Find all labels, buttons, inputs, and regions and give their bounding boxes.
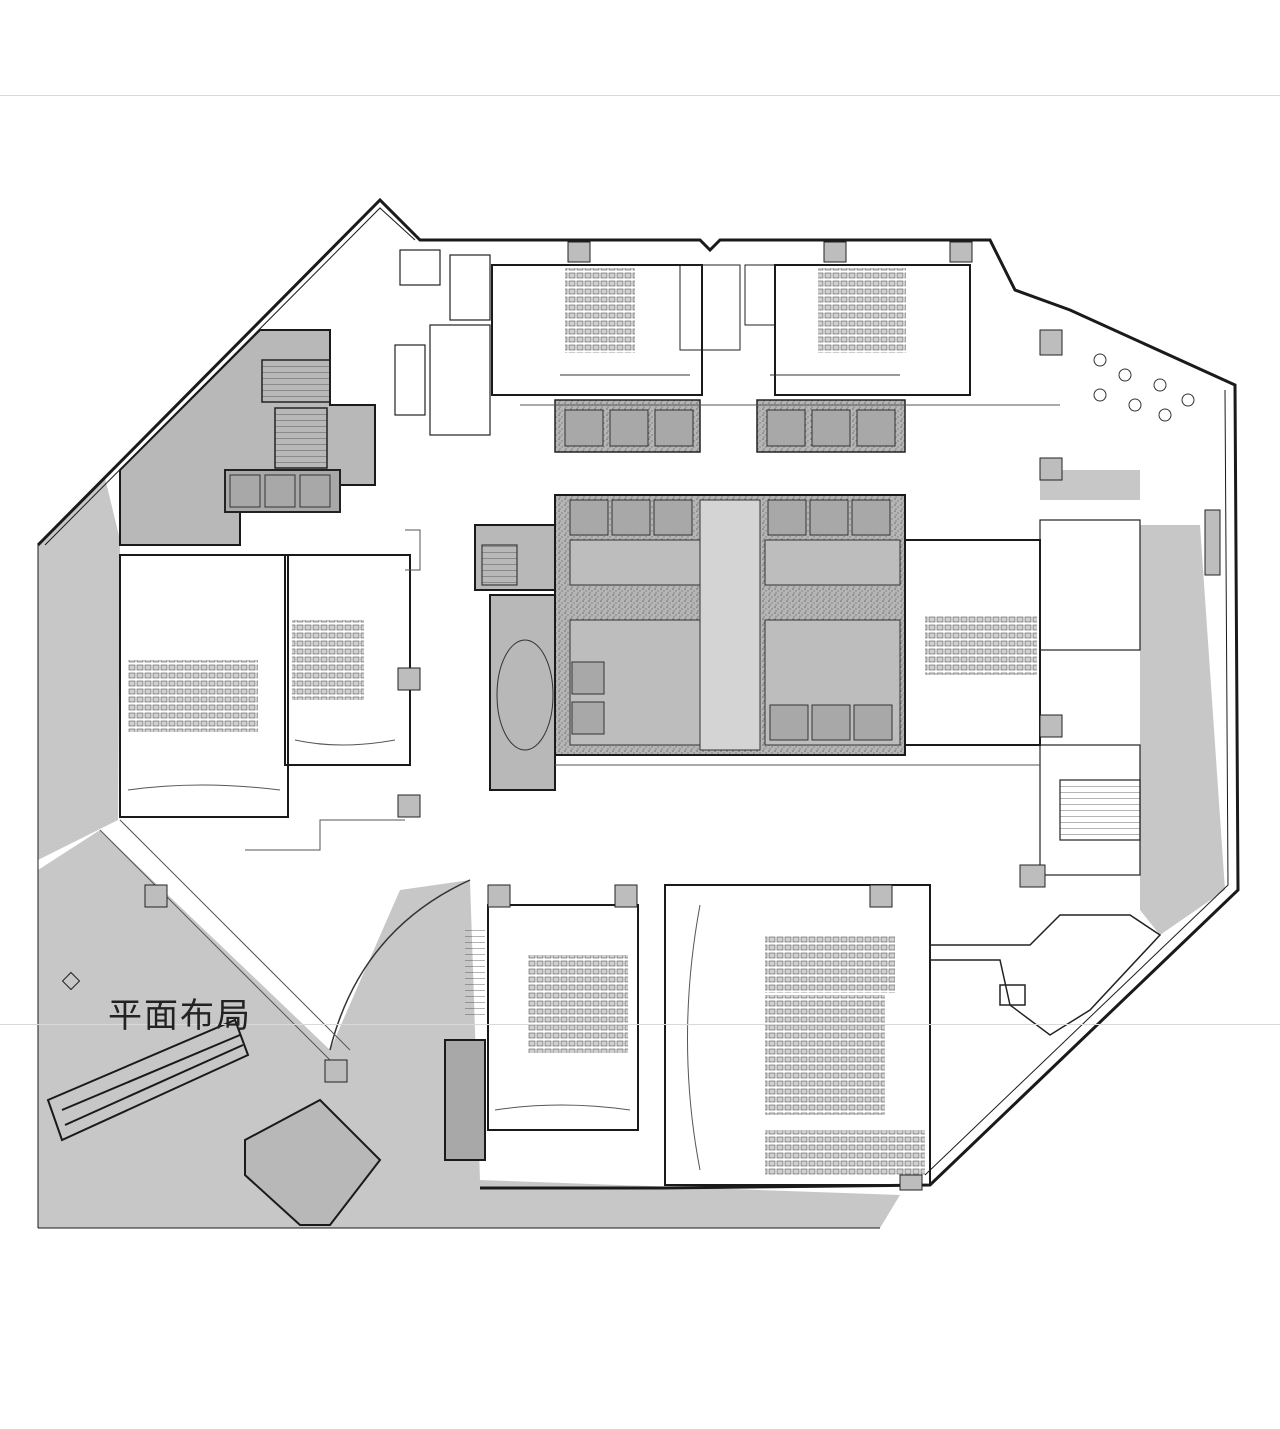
structural-columns bbox=[144, 241, 1063, 1191]
theater-6 bbox=[444, 904, 639, 1161]
sw-entry-zone bbox=[46, 879, 471, 1226]
circulation-lines bbox=[99, 404, 1060, 1061]
theater-7 bbox=[664, 884, 931, 1186]
theater-3 bbox=[119, 554, 289, 818]
plan-caption: 平面布局 bbox=[108, 996, 252, 1036]
east-restrooms bbox=[1039, 519, 1141, 876]
se-rooms bbox=[929, 914, 1162, 1036]
theater-2 bbox=[756, 264, 971, 453]
grey-ground-areas bbox=[38, 470, 1225, 1228]
central-core bbox=[474, 494, 906, 791]
theater-4 bbox=[284, 554, 411, 766]
bottom-divider bbox=[0, 1024, 1280, 1025]
theater-5 bbox=[904, 539, 1041, 746]
center-north-restroom bbox=[679, 264, 776, 351]
theater-1 bbox=[491, 264, 703, 453]
building-outline bbox=[36, 197, 1240, 1229]
ne-lounge bbox=[1093, 353, 1221, 576]
north-restrooms bbox=[394, 249, 491, 436]
nw-service-block bbox=[119, 329, 376, 546]
top-divider bbox=[0, 95, 1280, 96]
